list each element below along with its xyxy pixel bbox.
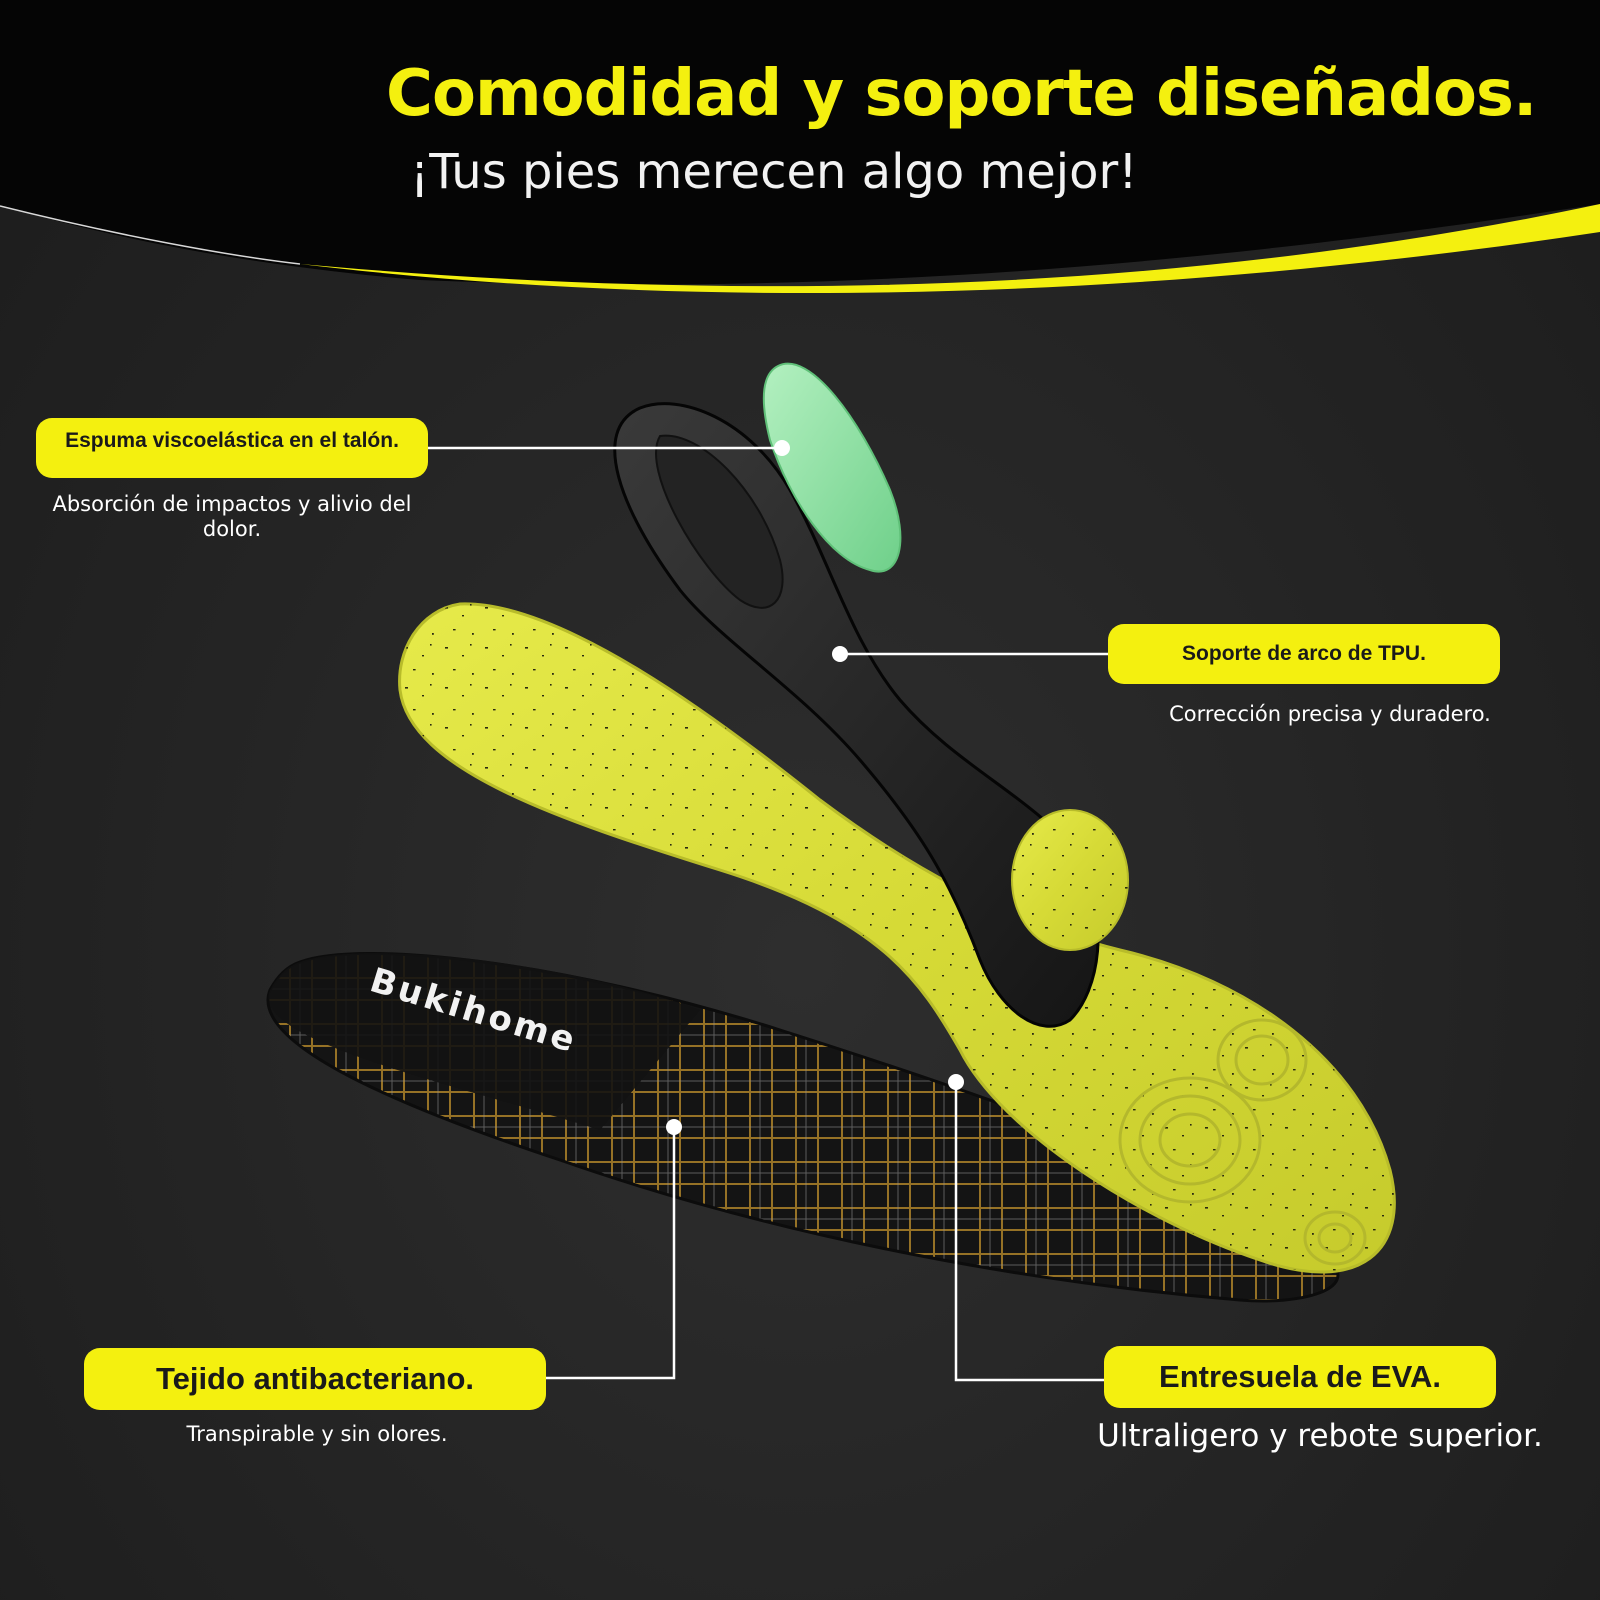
dot-arch xyxy=(832,646,848,662)
dot-heel xyxy=(774,440,790,456)
callout-heel-description: Absorción de impactos y alivio del dolor… xyxy=(52,492,412,541)
forefoot-rings xyxy=(1118,1018,1367,1266)
callout-eva-title: Entresuela de EVA. xyxy=(1104,1346,1496,1408)
connector-fabric xyxy=(546,1130,676,1380)
yellow-swoosh xyxy=(300,204,1600,294)
dot-fabric xyxy=(666,1119,682,1135)
connector-lines xyxy=(428,446,1108,1382)
dot-eva xyxy=(948,1074,964,1090)
connector-eva xyxy=(954,1082,1104,1382)
callout-arch-description: Corrección precisa y duradero. xyxy=(1169,702,1491,726)
header-band xyxy=(0,0,1600,285)
connector-dots xyxy=(666,440,964,1135)
page-subtitle: ¡Tus pies merecen algo mejor! xyxy=(410,144,1138,200)
page-title: Comodidad y soporte diseñados. xyxy=(386,57,1537,131)
gel-heel-pad xyxy=(762,362,902,573)
callout-fabric-title: Tejido antibacteriano. xyxy=(84,1348,546,1410)
callout-fabric-description: Transpirable y sin olores. xyxy=(186,1422,448,1446)
callout-heel-title: Espuma viscoelástica en el talón. xyxy=(36,418,428,478)
header-edge-line xyxy=(0,205,301,265)
callout-eva-description: Ultraligero y rebote superior. xyxy=(1097,1418,1543,1454)
callout-arch-title: Soporte de arco de TPU. xyxy=(1108,624,1500,684)
